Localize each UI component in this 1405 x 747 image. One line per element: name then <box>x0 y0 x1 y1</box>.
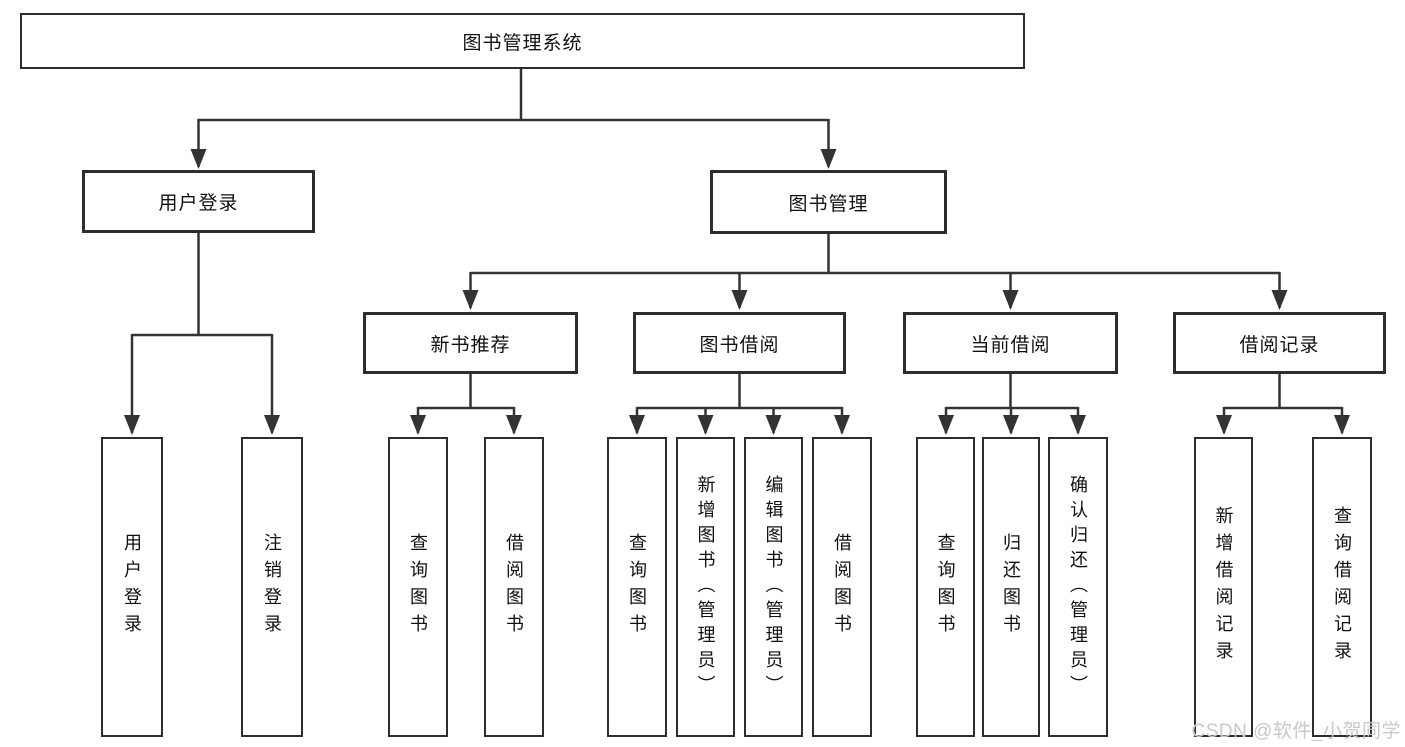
leaf-query-books-borrowing: 查询图书 <box>607 437 667 737</box>
leaf-user-login: 用户登录 <box>101 437 163 737</box>
leaf-add-borrow-record: 新增借阅记录 <box>1194 437 1253 737</box>
node-borrowing-records: 借阅记录 <box>1173 312 1386 374</box>
leaf-query-borrow-record: 查询借阅记录 <box>1312 437 1372 737</box>
leaf-add-books-admin: 新增图书（管理员） <box>676 437 735 737</box>
leaf-label: 新增图书（管理员） <box>695 474 716 700</box>
node-user-login: 用户登录 <box>82 170 315 233</box>
leaf-label: 查询图书 <box>408 533 428 641</box>
node-library-management-system: 图书管理系统 <box>20 13 1025 69</box>
node-book-borrowing: 图书借阅 <box>633 312 846 374</box>
node-label: 图书管理 <box>788 193 869 215</box>
node-current-borrowing: 当前借阅 <box>903 312 1118 374</box>
leaf-logout-login: 注销登录 <box>241 437 303 737</box>
leaf-confirm-return-admin: 确认归还（管理员） <box>1048 437 1108 737</box>
node-label: 图书借阅 <box>699 334 780 356</box>
leaf-label: 归还图书 <box>1001 533 1021 641</box>
leaf-return-books: 归还图书 <box>982 437 1040 737</box>
leaf-label: 用户登录 <box>122 533 142 641</box>
csdn-watermark: CSDN @软件_小贺同学 <box>1191 721 1401 742</box>
leaf-query-books-current: 查询图书 <box>916 437 975 737</box>
node-book-management: 图书管理 <box>710 170 947 234</box>
leaf-label: 确认归还（管理员） <box>1068 474 1088 700</box>
leaf-label: 新增借阅记录 <box>1213 506 1234 668</box>
node-label: 借阅记录 <box>1239 334 1320 356</box>
leaf-edit-books-admin: 编辑图书（管理员） <box>744 437 803 737</box>
leaf-label: 查询图书 <box>935 533 956 641</box>
leaf-label: 编辑图书（管理员） <box>763 474 784 700</box>
leaf-label: 查询借阅记录 <box>1332 506 1352 668</box>
leaf-borrow-books-borrowing: 借阅图书 <box>812 437 872 737</box>
node-label: 图书管理系统 <box>462 32 583 54</box>
node-label: 新书推荐 <box>430 334 511 356</box>
leaf-label: 注销登录 <box>262 533 282 641</box>
leaf-label: 借阅图书 <box>832 533 852 641</box>
leaf-label: 查询图书 <box>627 533 647 641</box>
node-label: 用户登录 <box>158 193 239 214</box>
leaf-label: 借阅图书 <box>504 533 524 641</box>
node-label: 当前借阅 <box>970 334 1051 356</box>
node-new-book-recommendation: 新书推荐 <box>363 312 578 374</box>
leaf-query-books-recommend: 查询图书 <box>388 437 448 737</box>
leaf-borrow-books-recommend: 借阅图书 <box>484 437 544 737</box>
